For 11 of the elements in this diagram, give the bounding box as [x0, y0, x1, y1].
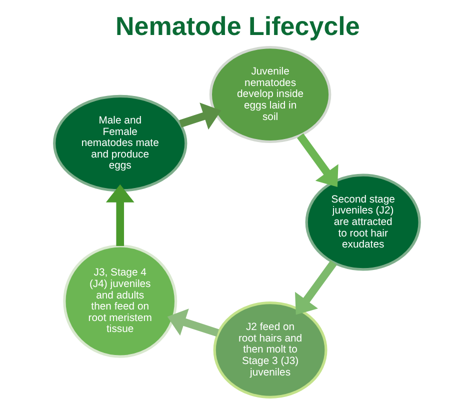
- arrow: [105, 184, 134, 246]
- node-ellipse: J2 feed on root hairs and then molt to Stage 3 (J3) juveniles: [212, 302, 327, 399]
- node-ellipse: Second stage juveniles (J2) are attracted to root hair exudates: [304, 174, 420, 271]
- arrow: [294, 260, 336, 315]
- node-circle: J3, Stage 4 (J4) juveniles and adults then feed on root meristem tissue: [62, 244, 177, 358]
- arrow: [166, 308, 218, 337]
- diagram-title: Nematode Lifecycle: [115, 11, 360, 42]
- arrow: [178, 102, 221, 130]
- arrow: [296, 133, 338, 187]
- node-ellipse: Male and Female nematodes mate and produce eggs: [52, 94, 187, 192]
- node-ellipse: Juvenile nematodes develop inside eggs laid in soil: [208, 46, 331, 144]
